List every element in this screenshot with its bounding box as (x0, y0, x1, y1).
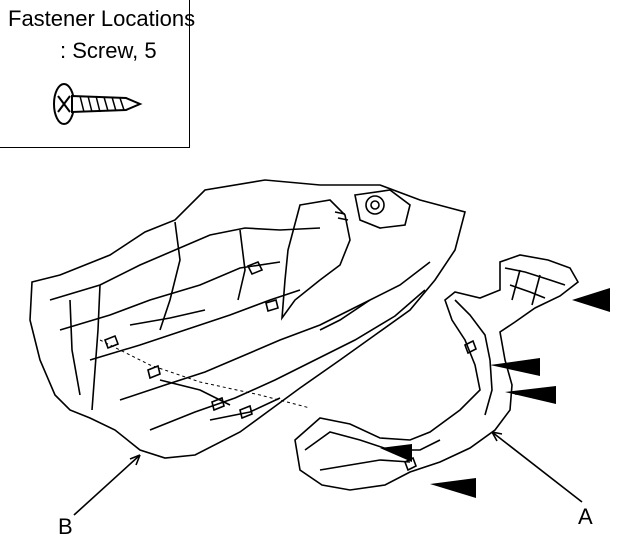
legend-title: Fastener Locations (8, 6, 196, 31)
callout-a-leader (491, 431, 583, 503)
callout-b-leader-head (129, 454, 141, 466)
screw-icon (53, 83, 143, 125)
undercover-b (29, 179, 466, 459)
fastener-type-label: : Screw, 5 (60, 38, 157, 63)
fastener-arrow (490, 358, 540, 376)
fastener-arrow (380, 444, 412, 462)
callout-a-leader-head (491, 431, 503, 442)
fastener-arrow (430, 478, 476, 498)
undercover-a (294, 254, 580, 491)
callout-b-leader (73, 454, 141, 516)
fastener-arrow (572, 288, 610, 312)
callout-label-a: A (578, 504, 593, 529)
callout-label-b: B (58, 514, 73, 539)
fastener-legend: Fastener Locations : Screw, 5 (0, 0, 195, 148)
